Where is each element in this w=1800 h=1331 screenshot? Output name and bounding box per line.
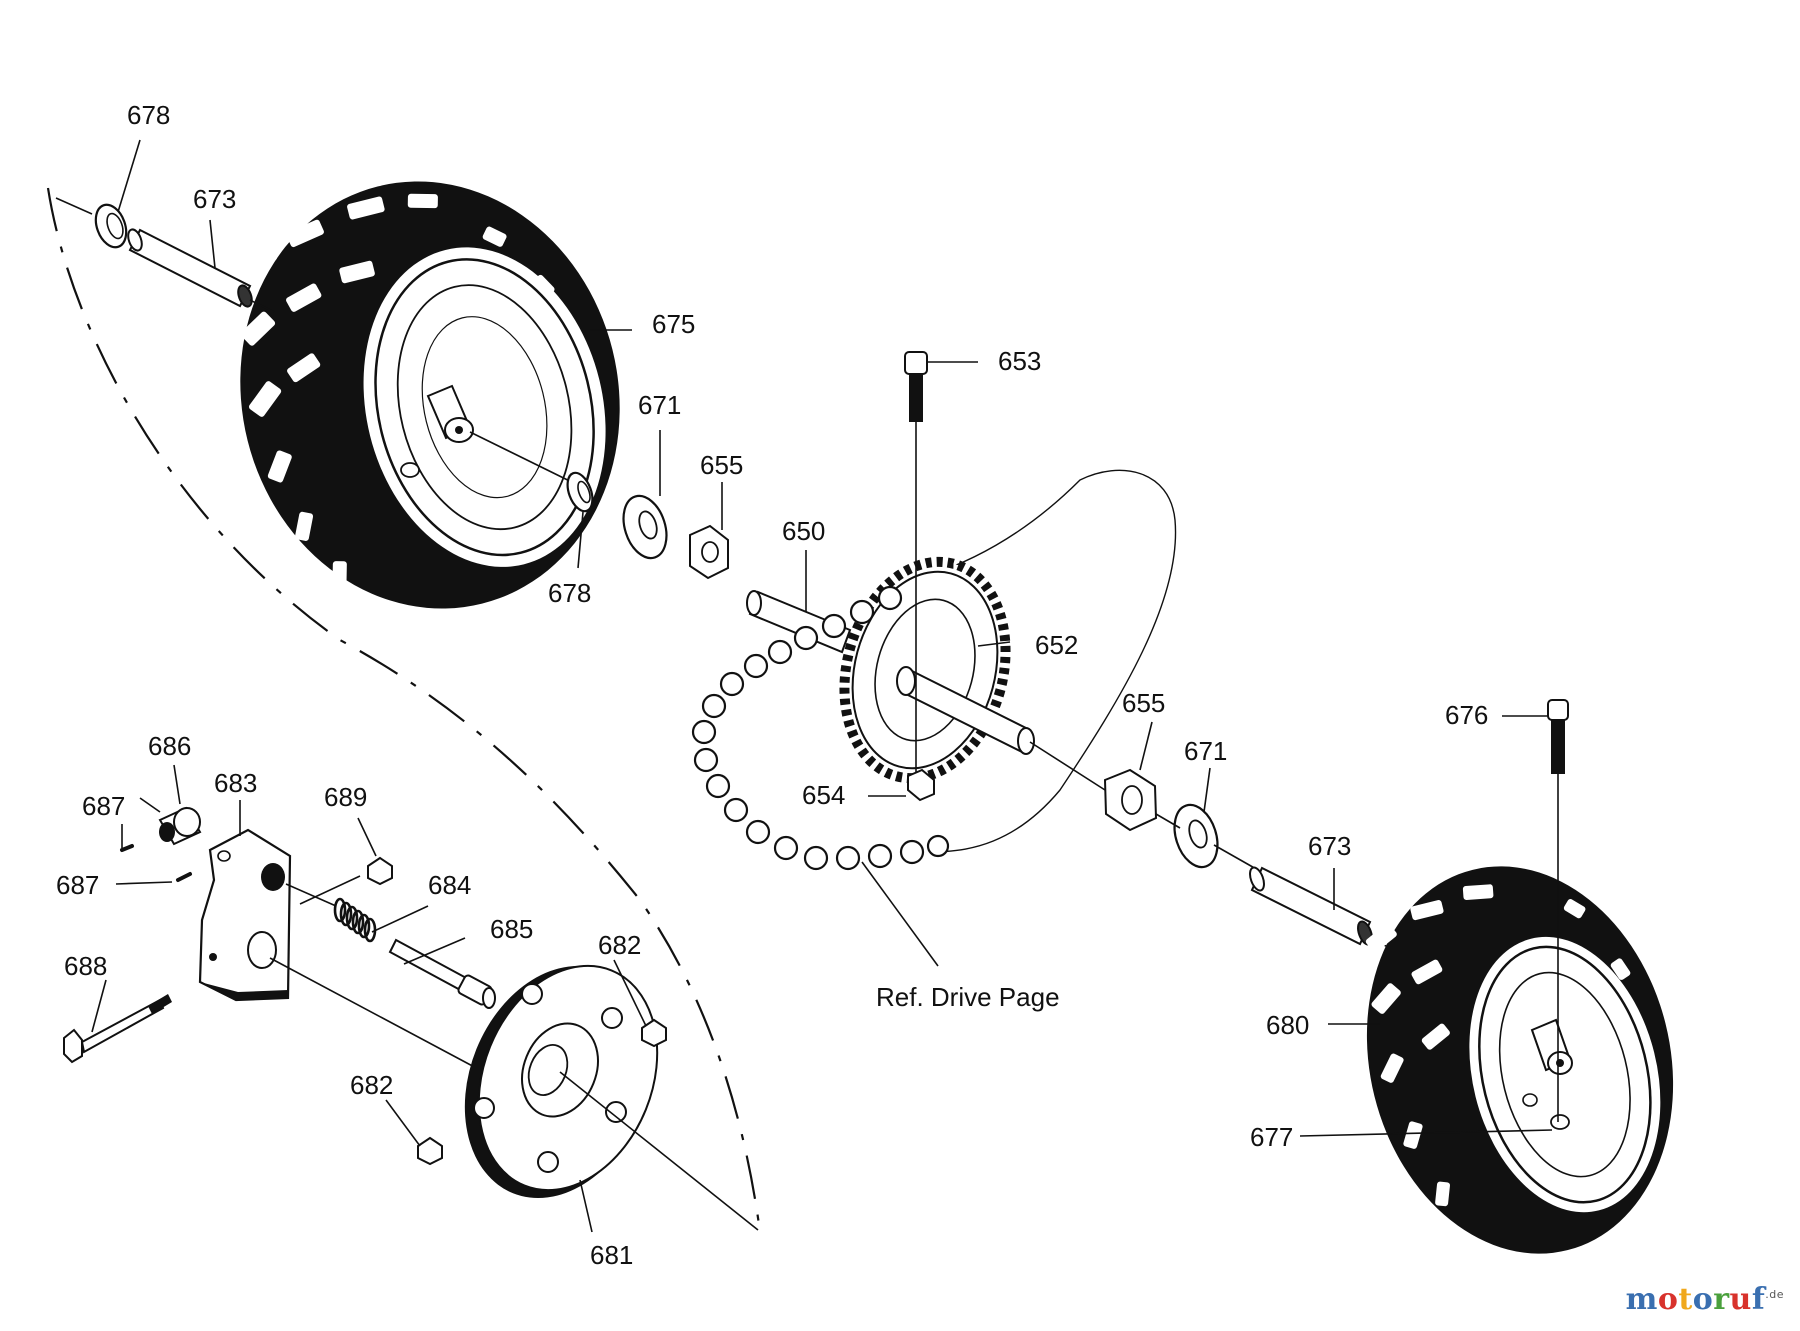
nut-682-lower	[417, 1136, 443, 1166]
callout-683: 683	[214, 768, 257, 798]
watermark-letter: f	[1751, 1282, 1766, 1317]
bolt-676	[1547, 699, 1569, 774]
sprocket-652	[839, 556, 1011, 784]
pin-687-lower	[176, 872, 192, 882]
watermark-letter: o	[1657, 1282, 1679, 1317]
watermark-letter: r	[1713, 1282, 1730, 1317]
spacer-tube-673-top	[127, 228, 253, 308]
callout-677: 677	[1250, 1122, 1293, 1152]
watermark-logo: motoruf.de	[1626, 1282, 1784, 1317]
reference-outline	[929, 469, 1177, 853]
watermark-letters: motoruf	[1626, 1282, 1766, 1317]
bracket-683	[198, 828, 292, 1002]
hex-nut-655-left	[689, 524, 729, 580]
callout-650: 650	[782, 516, 825, 546]
callout-684: 684	[428, 870, 471, 900]
callout-673-right: 673	[1308, 831, 1351, 861]
callout-680: 680	[1266, 1010, 1309, 1040]
callout-688: 688	[64, 951, 107, 981]
right-wheel-assembly	[1365, 866, 1674, 1254]
retaining-clip-678-lower	[566, 471, 594, 513]
left-rim-inner	[396, 284, 573, 531]
nut-654	[907, 768, 935, 802]
nut-682-upper	[641, 1018, 667, 1048]
washer-671-right	[1173, 803, 1219, 869]
callout-687-upper: 687	[82, 791, 125, 821]
callout-654: 654	[802, 780, 845, 810]
watermark-letter: t	[1678, 1282, 1693, 1317]
watermark-letter: u	[1729, 1282, 1752, 1317]
callout-676: 676	[1445, 700, 1488, 730]
callout-678-lower: 678	[548, 578, 591, 608]
hex-nut-655-right	[1103, 768, 1158, 832]
axle-shaft	[896, 666, 1035, 755]
collar-686	[158, 806, 202, 846]
left-tire-sidewall	[363, 247, 606, 567]
reference-note: Ref. Drive Page	[876, 982, 1060, 1012]
callout-689: 689	[324, 782, 367, 812]
pin-685	[388, 938, 496, 1009]
callout-685: 685	[490, 914, 533, 944]
nut-689	[367, 856, 393, 886]
callout-678-top: 678	[127, 100, 170, 130]
bolt-688	[63, 994, 172, 1064]
drive-shaft-650	[746, 590, 852, 654]
hub-plate-681	[464, 964, 659, 1199]
callout-653: 653	[998, 346, 1041, 376]
retaining-clip-678-top	[94, 203, 128, 249]
callout-671-right: 671	[1184, 736, 1227, 766]
callout-686: 686	[148, 731, 191, 761]
left-wheel-assembly	[240, 181, 620, 609]
callout-655-right: 655	[1122, 688, 1165, 718]
callout-655-left: 655	[700, 450, 743, 480]
callout-652: 652	[1035, 630, 1078, 660]
washer-671-left	[622, 494, 668, 560]
pin-687-upper	[120, 844, 134, 852]
callout-675: 675	[652, 309, 695, 339]
callout-681: 681	[590, 1240, 633, 1270]
callout-682-upper: 682	[598, 930, 641, 960]
drive-chain	[691, 585, 950, 871]
callout-687-lower: 687	[56, 870, 99, 900]
callout-671-left: 671	[638, 390, 681, 420]
right-tire-sidewall	[1469, 936, 1661, 1213]
callout-673-top: 673	[193, 184, 236, 214]
watermark-letter: o	[1692, 1282, 1714, 1317]
bolt-653	[904, 351, 928, 422]
spacer-tube-673-right	[1249, 866, 1373, 946]
spring-684	[333, 897, 377, 943]
watermark-letter: m	[1625, 1282, 1658, 1317]
callout-682-lower: 682	[350, 1070, 393, 1100]
left-rim-outer	[374, 258, 595, 557]
watermark-suffix: .de	[1765, 1288, 1784, 1301]
right-rim-outer	[1478, 945, 1652, 1204]
